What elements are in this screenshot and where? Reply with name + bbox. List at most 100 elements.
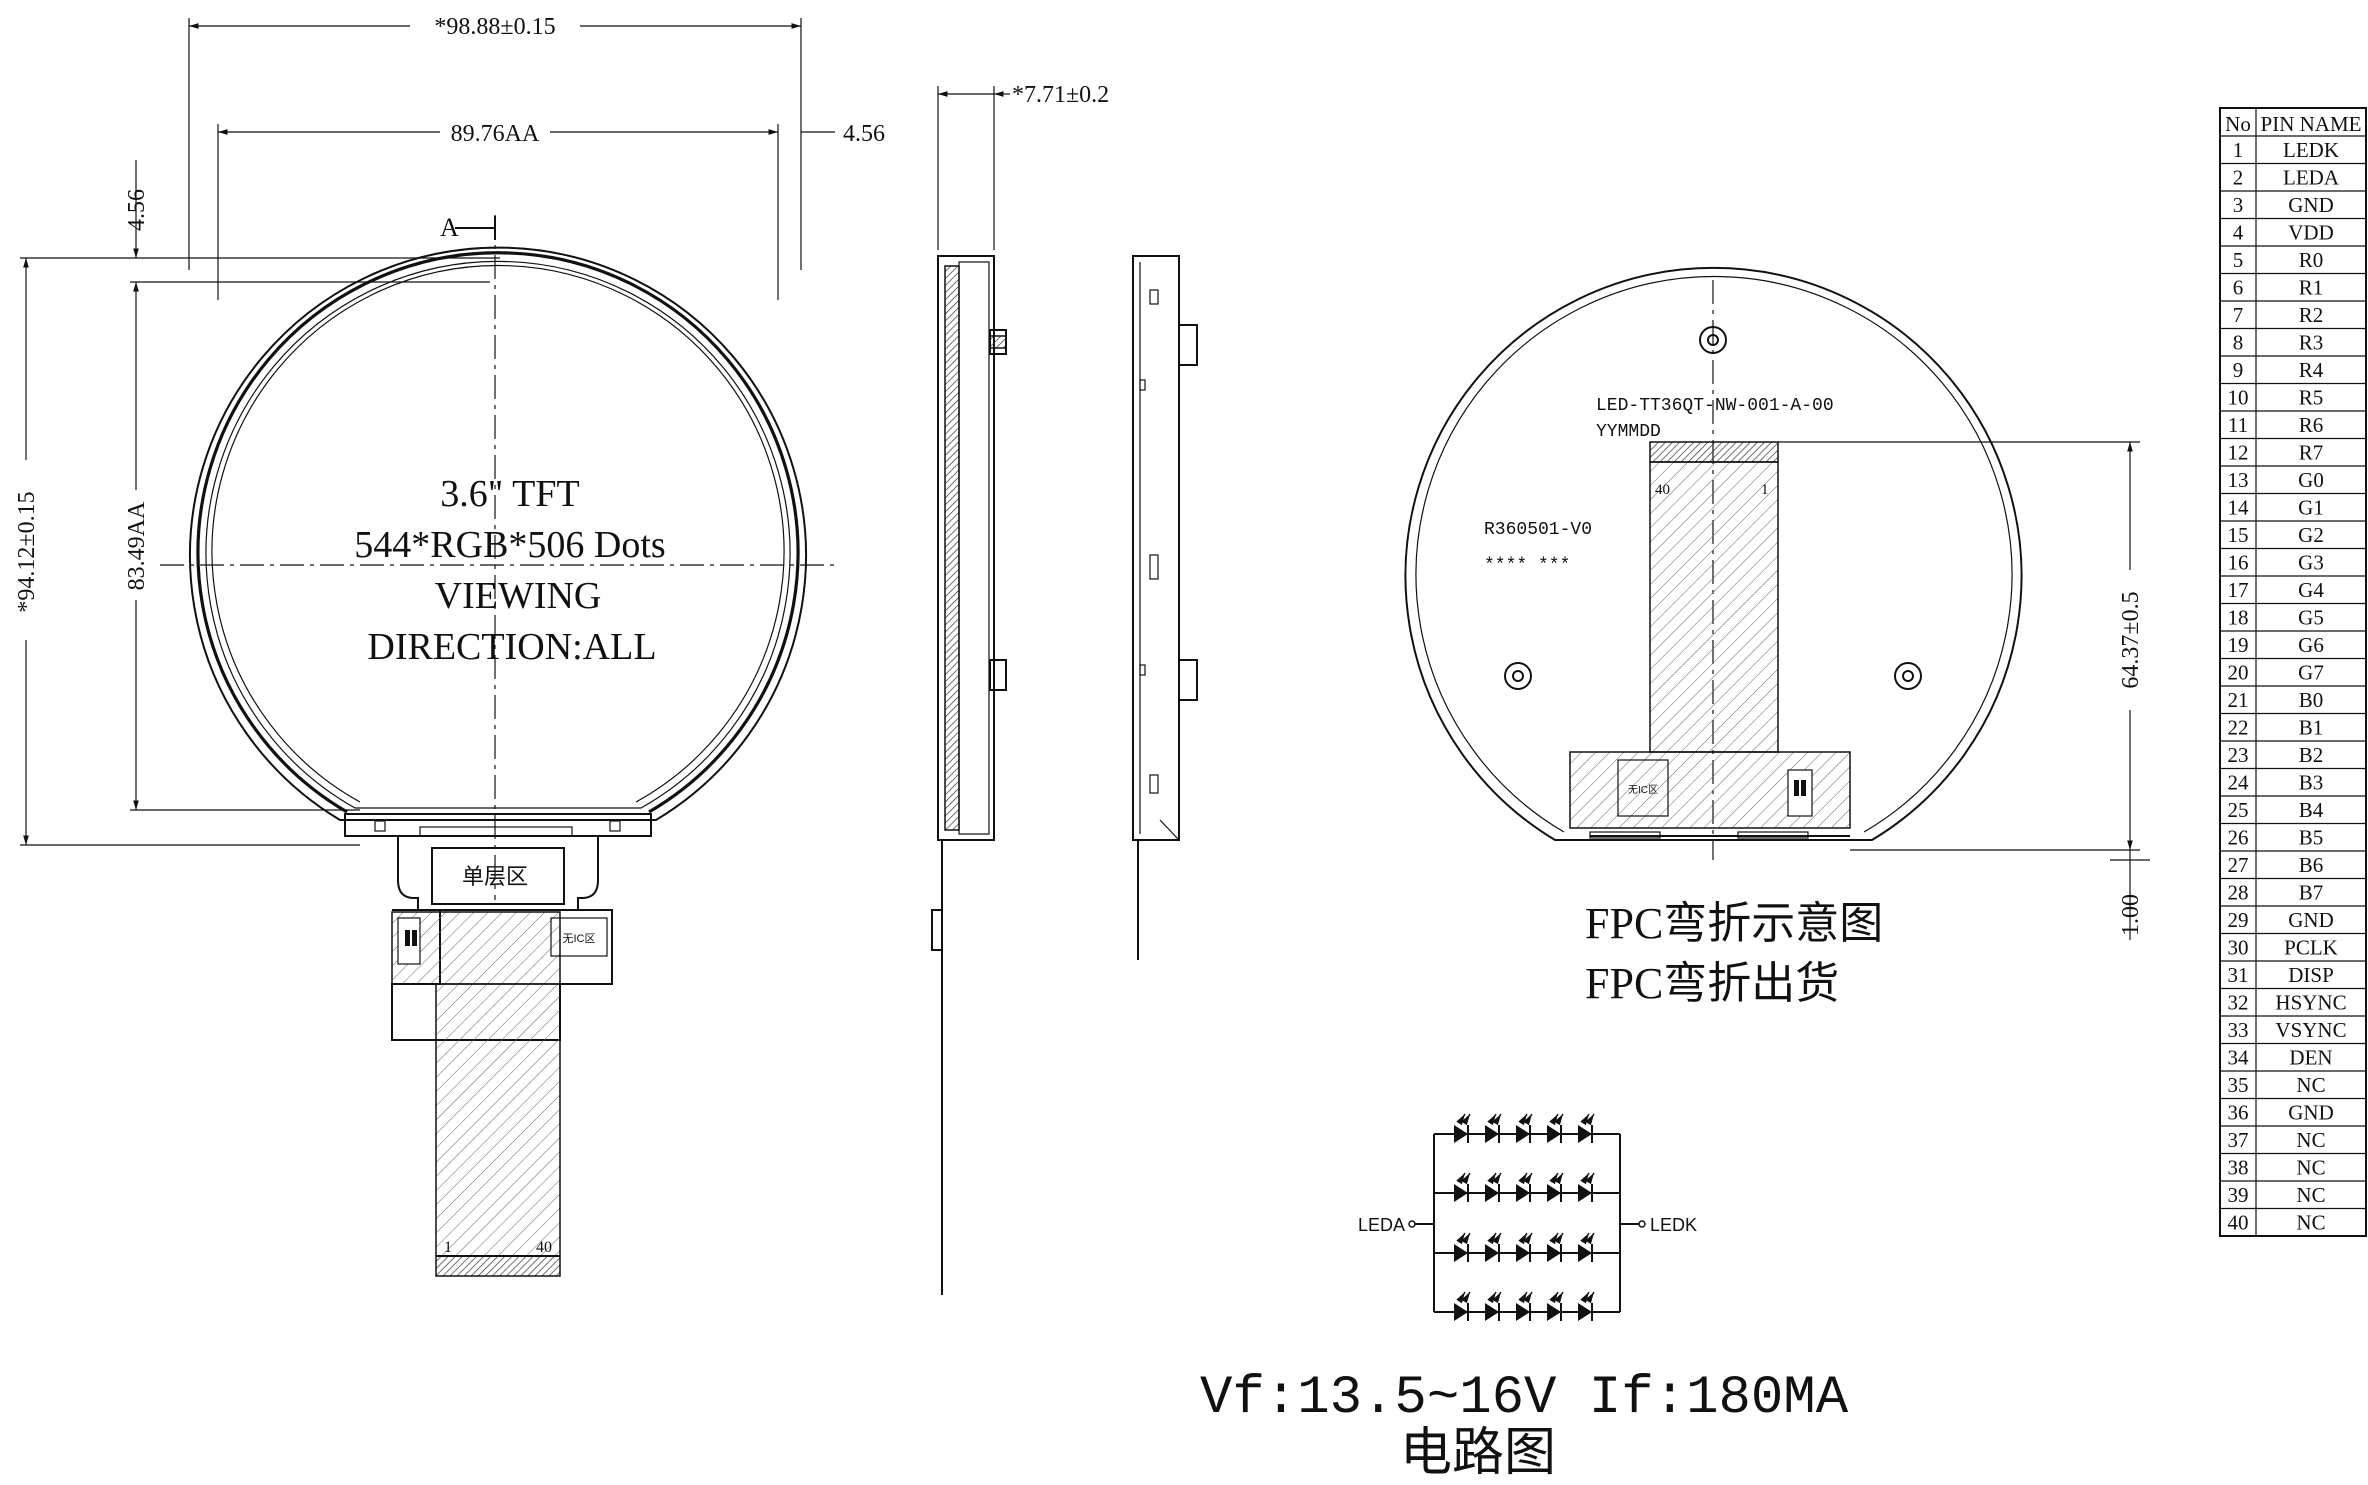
date-code-label: YYMMDD xyxy=(1596,422,1661,442)
back-pin-40-label: 40 xyxy=(1655,482,1670,498)
led-spec-label: Vf:13.5~16V If:180MA xyxy=(1200,1368,1849,1429)
front-view: *98.88±0.15 89.76AA 4.56 4.56 *94.12±0.1… xyxy=(12,12,885,1277)
led-diode-icon xyxy=(1578,1114,1594,1143)
pin-number: 19 xyxy=(2228,633,2249,657)
pin-name: NC xyxy=(2296,1128,2325,1152)
pin-name: R4 xyxy=(2299,358,2324,382)
pin-name: B1 xyxy=(2299,716,2324,740)
pin-number: 12 xyxy=(2228,441,2249,465)
front-pin-40-label: 40 xyxy=(536,1239,552,1256)
pin-name: B7 xyxy=(2299,881,2324,905)
active-width-dimension: 89.76AA xyxy=(451,121,540,147)
pin-name: GND xyxy=(2288,908,2334,932)
revision-label: R360501-V0 xyxy=(1484,520,1592,540)
pin-name: G6 xyxy=(2298,633,2324,657)
fpc-shipping-caption: FPC弯折出货 xyxy=(1585,959,1839,1008)
resolution-label: 544*RGB*506 Dots xyxy=(354,524,665,566)
pin-name: R1 xyxy=(2299,276,2324,300)
pin-number: 40 xyxy=(2228,1211,2249,1235)
led-diode-icon xyxy=(1578,1233,1594,1262)
led-diode-icon xyxy=(1454,1292,1470,1321)
pin-number: 6 xyxy=(2233,276,2244,300)
led-diode-icon xyxy=(1516,1173,1532,1202)
front-no-ic-label: 无IC区 xyxy=(563,933,596,945)
pin-name: DISP xyxy=(2288,963,2334,987)
pin-number: 7 xyxy=(2233,303,2244,327)
led-diode-icon xyxy=(1485,1173,1501,1202)
led-diode-icon xyxy=(1516,1114,1532,1143)
pin-number: 35 xyxy=(2228,1073,2249,1097)
single-layer-label: 单层区 xyxy=(462,864,528,889)
fpc-bending-caption: FPC弯折示意图 xyxy=(1585,899,1883,948)
back-no-ic-label: 无IC区 xyxy=(1628,784,1658,796)
pin-number: 2 xyxy=(2233,166,2244,190)
pin-number: 29 xyxy=(2228,908,2249,932)
led-diode-icon xyxy=(1485,1233,1501,1262)
pin-number: 15 xyxy=(2228,523,2249,547)
pin-number: 23 xyxy=(2228,743,2249,767)
pin-name: LEDK xyxy=(2283,138,2339,162)
led-diode-icon xyxy=(1547,1292,1563,1321)
pin-number: 11 xyxy=(2228,413,2248,437)
pin-number: 10 xyxy=(2228,386,2249,410)
pin-number: 27 xyxy=(2228,853,2249,877)
pin-name: R2 xyxy=(2299,303,2324,327)
pin-name: B6 xyxy=(2299,853,2324,877)
pin-name: R7 xyxy=(2299,441,2324,465)
pin-number: 13 xyxy=(2228,468,2249,492)
outline-height-dimension: *94.12±0.15 xyxy=(14,491,40,612)
pin-name: GND xyxy=(2288,193,2334,217)
active-height-dimension: 83.49AA xyxy=(124,501,150,590)
pin-number: 36 xyxy=(2228,1101,2249,1125)
pin-name: G7 xyxy=(2298,661,2324,685)
circuit-caption: 电路图 xyxy=(1400,1425,1556,1482)
led-diode-icon xyxy=(1547,1233,1563,1262)
pin-name: R0 xyxy=(2299,248,2324,272)
led-diode-icon xyxy=(1547,1114,1563,1143)
pin-number: 18 xyxy=(2228,606,2249,630)
led-diode-icon xyxy=(1578,1292,1594,1321)
right-offset-dimension: 4.56 xyxy=(843,121,885,147)
cathode-label: LEDK xyxy=(1650,1215,1697,1235)
direction-label: DIRECTION:ALL xyxy=(367,626,656,668)
viewing-label: VIEWING xyxy=(435,575,602,617)
pin-name: G3 xyxy=(2298,551,2324,575)
back-pin-1-label: 1 xyxy=(1761,482,1769,498)
pin-name: G1 xyxy=(2298,496,2324,520)
pin-name: HSYNC xyxy=(2275,991,2346,1015)
pin-name: B3 xyxy=(2299,771,2324,795)
led-diode-icon xyxy=(1547,1173,1563,1202)
pin-number: 30 xyxy=(2228,936,2249,960)
pin-number: 1 xyxy=(2233,138,2244,162)
led-diode-icon xyxy=(1485,1292,1501,1321)
pin-name: G0 xyxy=(2298,468,2324,492)
pin-number: 28 xyxy=(2228,881,2249,905)
pin-number: 24 xyxy=(2228,771,2250,795)
pin-name: NC xyxy=(2296,1183,2325,1207)
pin-number: 22 xyxy=(2228,716,2249,740)
display-size-label: 3.6" TFT xyxy=(440,473,579,515)
pin-name: R3 xyxy=(2299,331,2324,355)
pin-number: 5 xyxy=(2233,248,2244,272)
pin-number: 31 xyxy=(2228,963,2249,987)
pin-name: G5 xyxy=(2298,606,2324,630)
led-circuit: LEDA LEDK Vf:13.5~16V If:180MA 电路图 xyxy=(1200,1114,1849,1482)
pin-name: LEDA xyxy=(2283,166,2340,190)
pin-number: 38 xyxy=(2228,1156,2249,1180)
part-number-label: LED-TT36QT-NW-001-A-00 xyxy=(1596,396,1834,416)
lot-stars-label: **** *** xyxy=(1484,556,1570,576)
led-diode-icon xyxy=(1578,1173,1594,1202)
outline-width-dimension: *98.88±0.15 xyxy=(434,14,555,40)
pin-name: G2 xyxy=(2298,523,2324,547)
pin-number: 21 xyxy=(2228,688,2249,712)
back-view: LED-TT36QT-NW-001-A-00 YYMMDD R360501-V0… xyxy=(1404,266,2150,1008)
pin-number: 34 xyxy=(2228,1046,2250,1070)
pin-name: G4 xyxy=(2298,578,2324,602)
pin-number: 32 xyxy=(2228,991,2249,1015)
gap-dimension: 1.00 xyxy=(2118,894,2144,936)
fpc-length-dimension: 64.37±0.5 xyxy=(2118,591,2144,688)
led-diode-icon xyxy=(1454,1233,1470,1262)
pin-number: 37 xyxy=(2228,1128,2249,1152)
section-mark: A xyxy=(440,213,459,242)
led-diode-icon xyxy=(1454,1114,1470,1143)
